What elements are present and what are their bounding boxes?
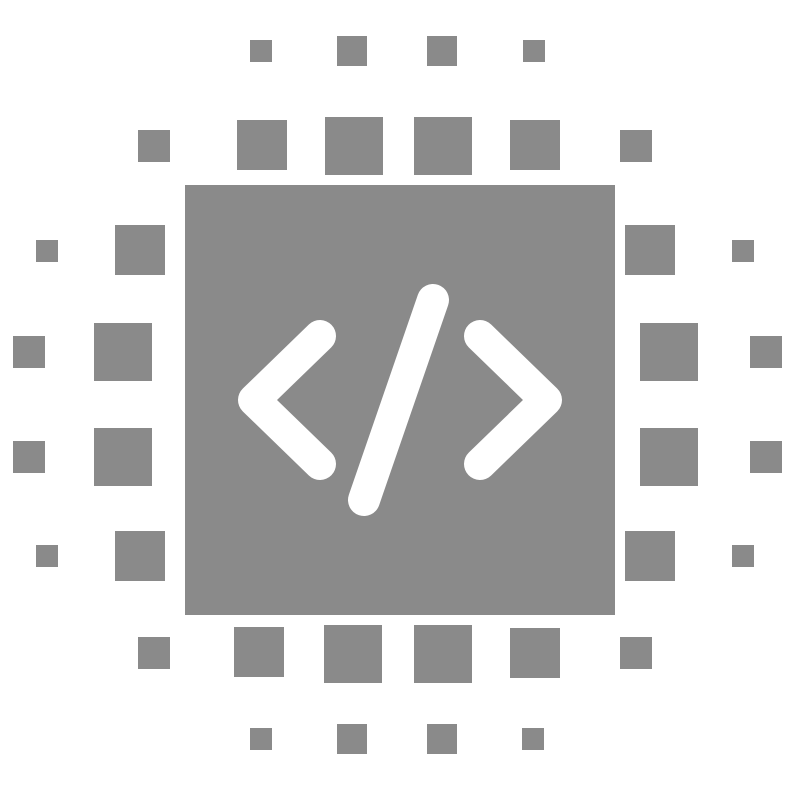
chip-pin-square <box>138 637 170 669</box>
forward-slash <box>348 284 449 516</box>
chip-pin-square <box>115 225 165 275</box>
chip-pin-square <box>510 628 560 678</box>
chip-pins <box>13 36 782 754</box>
chip-pin-square <box>250 40 272 62</box>
chip-pin-square <box>522 728 544 750</box>
chip-pin-square <box>640 428 698 486</box>
chip-pin-square <box>620 637 652 669</box>
chip-pin-square <box>337 724 367 754</box>
chip-pin-square <box>427 36 457 66</box>
chip-pin-square <box>427 724 457 754</box>
chip-pin-square <box>625 225 675 275</box>
chip-pin-square <box>94 323 152 381</box>
chip-pin-square <box>13 441 45 473</box>
chip-pin-square <box>36 240 58 262</box>
chip-pin-square <box>36 545 58 567</box>
chip-pin-square <box>237 120 287 170</box>
chip-pin-square <box>750 441 782 473</box>
chip-pin-square <box>732 240 754 262</box>
chip-pin-square <box>414 625 472 683</box>
chip-pin-square <box>325 117 383 175</box>
left-angle-bracket <box>238 320 336 480</box>
chip-pin-square <box>732 545 754 567</box>
chip-pin-square <box>750 336 782 368</box>
chip-pin-square <box>324 625 382 683</box>
chip-pin-square <box>115 531 165 581</box>
chip-pin-square <box>250 728 272 750</box>
chip-pin-square <box>414 117 472 175</box>
code-brackets-icon <box>238 284 562 516</box>
chip-pin-square <box>13 336 45 368</box>
chip-pin-square <box>138 130 170 162</box>
chip-pin-square <box>510 120 560 170</box>
chip-pin-square <box>640 323 698 381</box>
chip-pin-square <box>523 40 545 62</box>
right-angle-bracket <box>464 320 562 480</box>
chip-pin-square <box>94 428 152 486</box>
chip-pin-square <box>620 130 652 162</box>
chip-pin-square <box>337 36 367 66</box>
chip-pin-square <box>625 531 675 581</box>
chip-pin-square <box>234 627 284 677</box>
